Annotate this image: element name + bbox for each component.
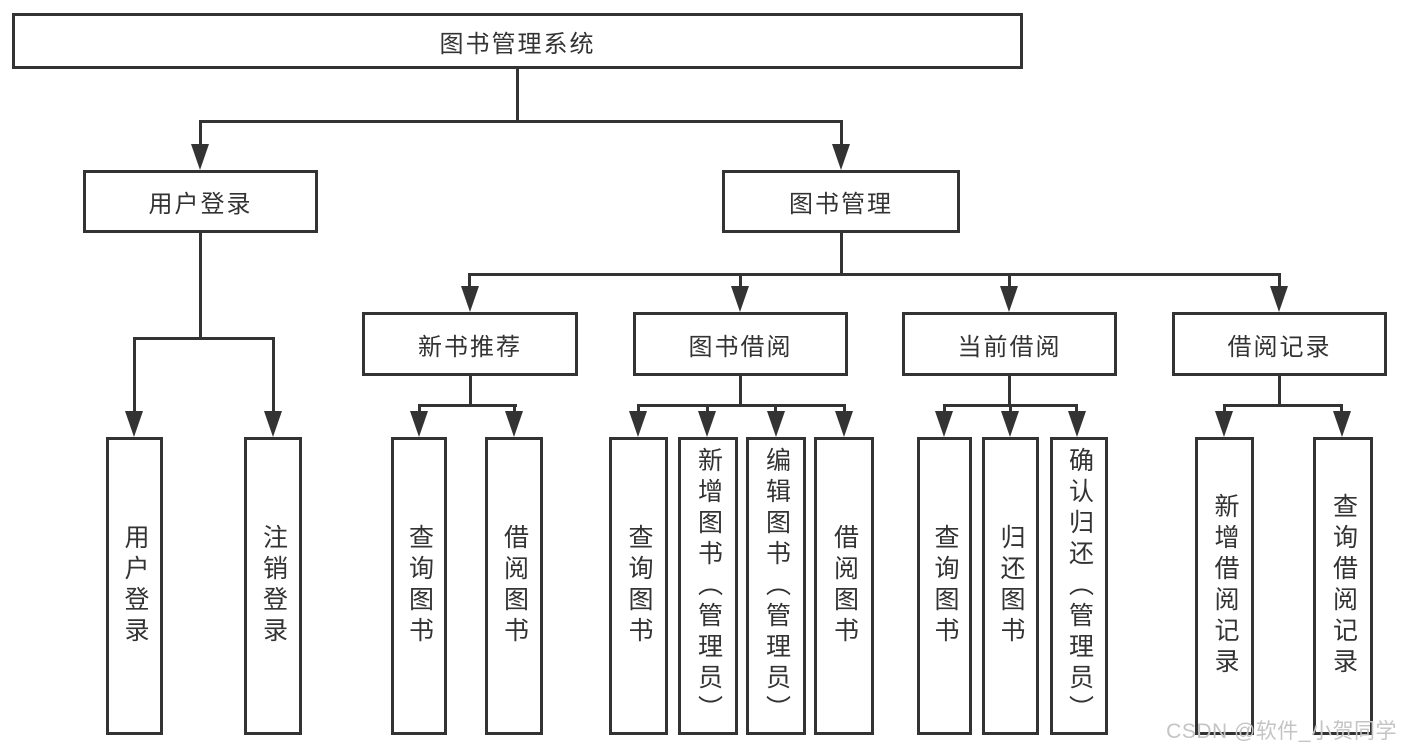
connector-line bbox=[513, 404, 516, 413]
node-new-book-recommend-label: 新书推荐 bbox=[418, 333, 522, 361]
node-book-management-label: 图书管理 bbox=[789, 191, 893, 218]
connector-line bbox=[1009, 404, 1012, 413]
arrowhead-down-icon bbox=[1270, 286, 1288, 312]
leaf-logout-label: 注销登录 bbox=[259, 524, 288, 648]
connector-line bbox=[469, 376, 472, 407]
connector-line bbox=[840, 120, 843, 146]
node-user-login: 用户登录 bbox=[83, 170, 318, 233]
leaf-rec-borrow-books-label: 借阅图书 bbox=[500, 524, 529, 648]
node-user-login-label: 用户登录 bbox=[148, 191, 253, 218]
node-borrow-records: 借阅记录 bbox=[1172, 312, 1387, 376]
leaf-query-borrow-record: 查询借阅记录 bbox=[1313, 437, 1373, 735]
connector-line bbox=[199, 120, 843, 123]
connector-line bbox=[739, 273, 742, 288]
arrowhead-down-icon bbox=[410, 411, 428, 437]
connector-line bbox=[843, 404, 846, 413]
node-current-borrow: 当前借阅 bbox=[902, 312, 1117, 376]
connector-line bbox=[468, 273, 1281, 276]
connector-line bbox=[637, 404, 640, 413]
arrowhead-down-icon bbox=[191, 144, 209, 170]
leaf-cur-query-books-label: 查询图书 bbox=[931, 524, 959, 648]
connector-line bbox=[1075, 404, 1078, 413]
node-book-borrow-label: 图书借阅 bbox=[688, 333, 793, 361]
node-current-borrow-label: 当前借阅 bbox=[957, 333, 1062, 361]
connector-line bbox=[133, 337, 136, 413]
leaf-logout: 注销登录 bbox=[244, 437, 302, 735]
leaf-rec-query-books-label: 查询图书 bbox=[405, 524, 434, 648]
leaf-confirm-return-admin: 确认归还（管理员） bbox=[1050, 437, 1108, 735]
leaf-edit-books-admin: 编辑图书（管理员） bbox=[746, 437, 806, 735]
connector-line bbox=[1223, 404, 1226, 413]
arrowhead-down-icon bbox=[264, 411, 282, 437]
arrowhead-down-icon bbox=[731, 286, 749, 312]
node-book-management: 图书管理 bbox=[722, 170, 960, 233]
leaf-add-books-admin: 新增图书（管理员） bbox=[678, 437, 738, 735]
connector-line bbox=[1278, 376, 1281, 407]
connector-line bbox=[1008, 376, 1011, 407]
connector-line bbox=[774, 404, 777, 413]
connector-line bbox=[418, 404, 517, 407]
node-new-book-recommend: 新书推荐 bbox=[362, 312, 578, 376]
arrowhead-down-icon bbox=[698, 411, 716, 437]
connector-line bbox=[840, 233, 843, 276]
arrowhead-down-icon bbox=[832, 144, 850, 170]
leaf-add-books-admin-label: 新增图书（管理员） bbox=[694, 446, 723, 726]
node-root-label: 图书管理系统 bbox=[439, 30, 596, 58]
arrowhead-down-icon bbox=[767, 411, 785, 437]
leaf-confirm-return-admin-label: 确认归还（管理员） bbox=[1065, 446, 1094, 726]
leaf-query-borrow-record-label: 查询借阅记录 bbox=[1329, 493, 1358, 679]
connector-line bbox=[133, 337, 275, 340]
arrowhead-down-icon bbox=[1000, 286, 1018, 312]
arrowhead-down-icon bbox=[935, 411, 953, 437]
connector-line bbox=[1223, 404, 1343, 407]
leaf-rec-query-books: 查询图书 bbox=[391, 437, 447, 735]
connector-line bbox=[199, 120, 202, 146]
leaf-return-books-label: 归还图书 bbox=[997, 524, 1025, 648]
leaf-add-borrow-record: 新增借阅记录 bbox=[1195, 437, 1254, 735]
connector-line bbox=[272, 337, 275, 413]
arrowhead-down-icon bbox=[629, 411, 647, 437]
connector-line bbox=[1278, 273, 1281, 288]
leaf-edit-books-admin-label: 编辑图书（管理员） bbox=[762, 446, 791, 726]
connector-line bbox=[516, 68, 519, 123]
node-book-borrow: 图书借阅 bbox=[633, 312, 848, 376]
arrowhead-down-icon bbox=[461, 286, 479, 312]
leaf-rec-borrow-books: 借阅图书 bbox=[485, 437, 543, 735]
leaf-user-login-label: 用户登录 bbox=[121, 524, 149, 648]
connector-line bbox=[637, 404, 846, 407]
arrowhead-down-icon bbox=[505, 411, 523, 437]
leaf-user-login: 用户登录 bbox=[106, 437, 163, 735]
leaf-borrow-query-books: 查询图书 bbox=[609, 437, 668, 735]
arrowhead-down-icon bbox=[835, 411, 853, 437]
node-root-system: 图书管理系统 bbox=[12, 13, 1023, 69]
connector-line bbox=[418, 404, 421, 413]
arrowhead-down-icon bbox=[125, 411, 143, 437]
node-borrow-records-label: 借阅记录 bbox=[1227, 333, 1332, 361]
leaf-cur-query-books: 查询图书 bbox=[917, 437, 972, 735]
csdn-watermark: CSDN @软件_小贺同学 bbox=[1166, 720, 1397, 743]
arrowhead-down-icon bbox=[1215, 411, 1233, 437]
leaf-borrow-query-books-label: 查询图书 bbox=[625, 524, 653, 648]
leaf-borrow-books: 借阅图书 bbox=[814, 437, 874, 735]
connector-line bbox=[1008, 273, 1011, 288]
connector-line bbox=[739, 376, 742, 407]
leaf-add-borrow-record-label: 新增借阅记录 bbox=[1211, 493, 1239, 679]
leaf-return-books: 归还图书 bbox=[982, 437, 1039, 735]
connector-line bbox=[706, 404, 709, 413]
arrowhead-down-icon bbox=[1068, 411, 1086, 437]
leaf-borrow-books-label: 借阅图书 bbox=[830, 524, 859, 648]
connector-line bbox=[943, 404, 946, 413]
arrowhead-down-icon bbox=[1333, 411, 1351, 437]
arrowhead-down-icon bbox=[1001, 411, 1019, 437]
connector-line bbox=[199, 233, 202, 340]
connector-line bbox=[468, 273, 471, 288]
connector-line bbox=[1340, 404, 1343, 413]
